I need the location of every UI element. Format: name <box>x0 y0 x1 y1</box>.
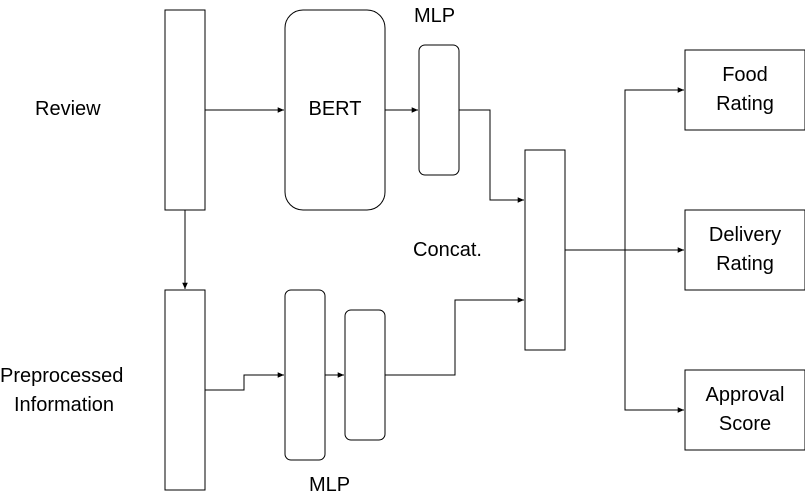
concat-label: Concat. <box>413 239 482 261</box>
preprocessed-label-line2: Information <box>14 394 115 416</box>
approval-score-label-line1: Approval <box>705 384 785 406</box>
arrow-preprocessed-to-mlp <box>205 372 284 391</box>
approval-score-label-line2: Score <box>718 413 772 435</box>
review-label: Review <box>35 98 101 120</box>
arrow-concat-to-approval <box>624 250 684 413</box>
mlp-bottom-label: MLP <box>309 474 351 496</box>
delivery-rating-label-line1: Delivery <box>708 224 782 246</box>
mlp-top-label: MLP <box>414 5 456 27</box>
food-rating-label-line2: Rating <box>716 93 774 115</box>
mlp-top-block <box>418 44 460 176</box>
mlp-bottom-layer-1 <box>284 289 326 461</box>
preprocessed-input-box <box>164 289 206 491</box>
arrow-mlp-to-concat-bottom <box>385 297 524 376</box>
bert-label: BERT <box>308 98 362 120</box>
review-input-box <box>164 9 206 211</box>
preprocessed-label-line1: Preprocessed <box>0 365 124 387</box>
arrow-concat-to-food <box>565 87 684 251</box>
approval-score-box <box>684 369 805 451</box>
mlp-bottom-layer-2 <box>344 309 386 441</box>
arrow-mlp-to-concat <box>459 109 524 203</box>
delivery-rating-box <box>684 209 805 291</box>
food-rating-box <box>684 49 805 131</box>
concat-block <box>524 149 566 351</box>
delivery-rating-label-line2: Rating <box>716 253 774 275</box>
food-rating-label-line1: Food <box>722 64 768 86</box>
